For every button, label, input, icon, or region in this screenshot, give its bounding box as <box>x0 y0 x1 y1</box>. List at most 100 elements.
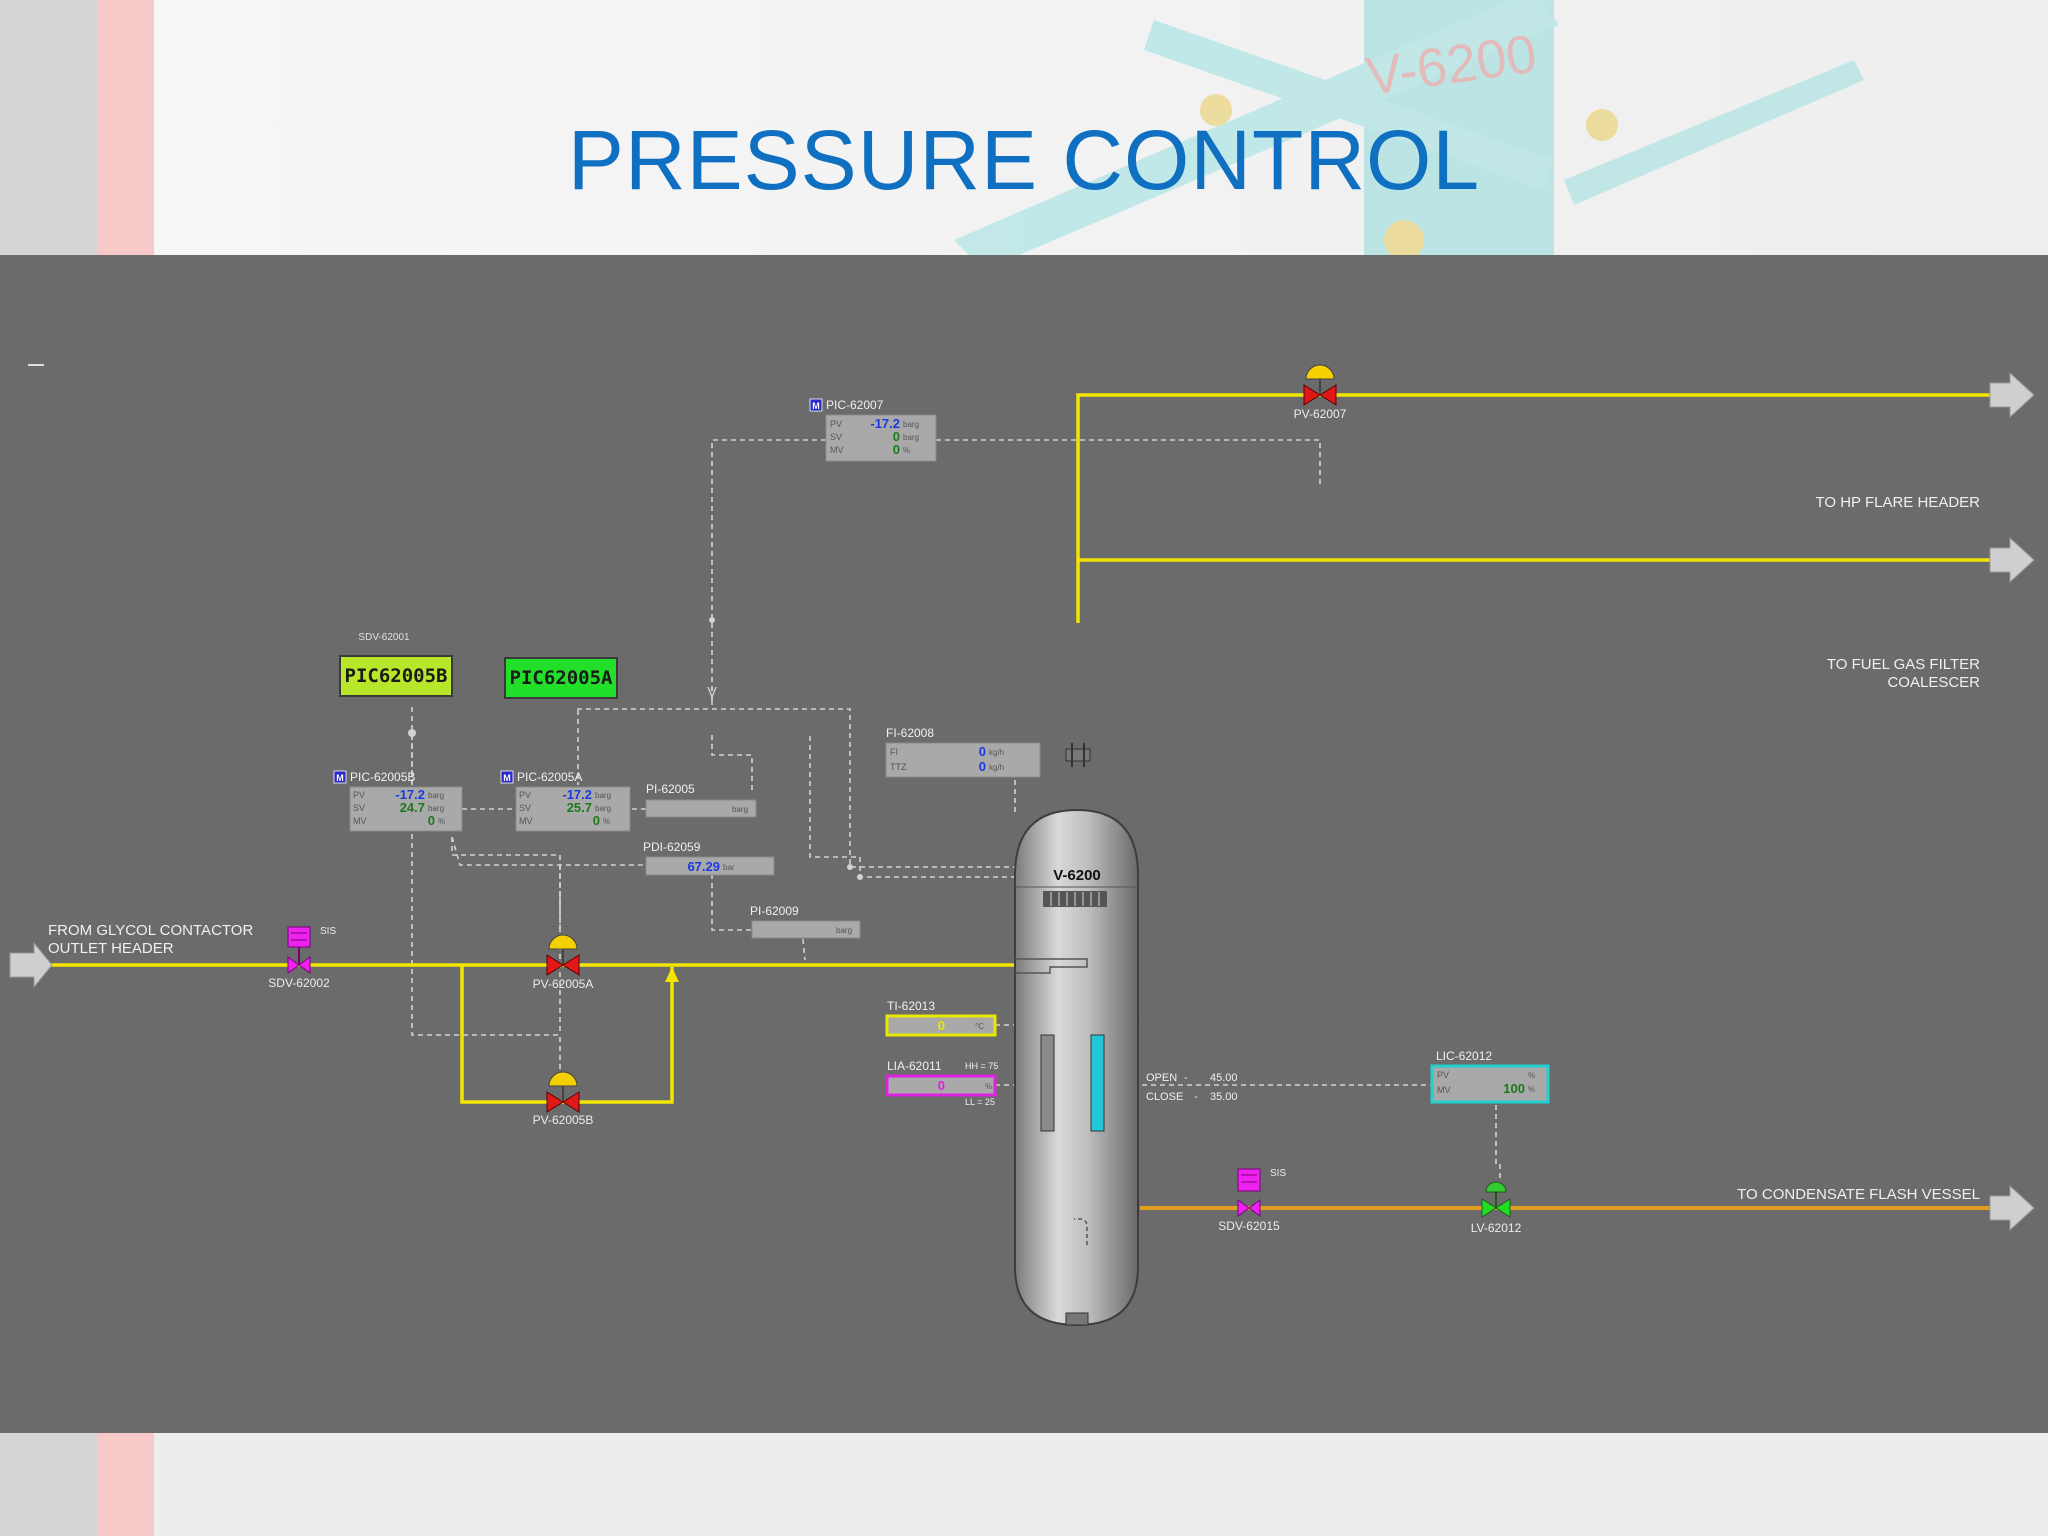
level-close-label: CLOSE <box>1146 1091 1183 1103</box>
pi-62009-tag: PI-62009 <box>750 904 799 918</box>
inlet-diverter <box>1015 958 1088 974</box>
dcs-panel: ᐯ FROM GLYCOL CONTACTOR OUTLET <box>0 255 2048 1433</box>
sdv-62002-sis: SIS <box>320 926 336 937</box>
svg-text:SV: SV <box>519 803 531 813</box>
svg-text:barg: barg <box>428 791 444 800</box>
vessel-v6200[interactable]: V-6200 <box>1014 808 1139 1327</box>
svg-text:barg: barg <box>595 804 611 813</box>
svg-text:%: % <box>603 817 610 826</box>
pdi-62059-tag: PDI-62059 <box>643 840 701 854</box>
svg-text:barg: barg <box>903 420 919 429</box>
svg-text:FI: FI <box>890 747 898 757</box>
ti-62013-tag: TI-62013 <box>887 999 935 1013</box>
svg-text:barg: barg <box>595 791 611 800</box>
svg-text:barg: barg <box>732 805 748 814</box>
svg-text:PV: PV <box>1437 1070 1449 1080</box>
hp-flare-arrow-icon <box>1989 371 2035 419</box>
pv-62005a-tag: PV-62005A <box>533 977 594 991</box>
inlet-label-line2: OUTLET HEADER <box>48 940 174 957</box>
pi-62009-indicator[interactable]: PI-62009 barg <box>750 904 861 939</box>
svg-text:%: % <box>1528 1085 1535 1094</box>
svg-text:barg: barg <box>903 433 919 442</box>
svg-text:PV: PV <box>830 419 842 429</box>
flow-arrow-head <box>665 967 679 982</box>
svg-text:%: % <box>903 446 910 455</box>
pic-62005a-tag: PIC-62005A <box>517 770 582 784</box>
hp-flare-label: TO HP FLARE HEADER <box>1816 494 1981 511</box>
fi-62008-faceplate[interactable]: FI-62008 FI TTZ 0 0 kg/h kg/h <box>885 726 1041 778</box>
lic-62012-mv: 100 <box>1503 1081 1525 1096</box>
valve-sdv-62015[interactable] <box>1237 1168 1261 1217</box>
svg-text:MV: MV <box>1437 1085 1451 1095</box>
pic-62007-tag: PIC-62007 <box>826 398 884 412</box>
inlet-arrow-icon <box>9 941 53 989</box>
pic-62005b-tag: PIC-62005B <box>350 770 415 784</box>
valve-pv-62005b[interactable] <box>546 1071 580 1113</box>
pic-62005a-mv: 0 <box>593 813 600 828</box>
level-close-value: 35.00 <box>1210 1091 1238 1103</box>
svg-text:%: % <box>1528 1071 1535 1080</box>
pic-62007-pv: -17.2 <box>870 416 900 431</box>
pic-62005a-sv: 25.7 <box>567 800 592 815</box>
fi-62008-total: 0 <box>979 759 986 774</box>
ti-62013-indicator[interactable]: TI-62013 0 °C <box>885 999 997 1037</box>
pic-62007-faceplate[interactable]: M PIC-62007 PV SV MV -17.2 0 0 barg barg… <box>809 398 937 462</box>
valve-pv-62005a[interactable] <box>546 934 580 976</box>
condensate-label: TO CONDENSATE FLASH VESSEL <box>1737 1186 1980 1203</box>
pdi-62059-value: 67.29 <box>687 859 720 874</box>
pdi-62059-indicator[interactable]: PDI-62059 67.29 bar <box>643 840 775 876</box>
fi-62008-value: 0 <box>979 744 986 759</box>
signal-nodes <box>408 617 863 880</box>
lic-62012-faceplate[interactable]: LIC-62012 PV MV 100 % % <box>1430 1049 1550 1104</box>
svg-text:M: M <box>503 773 511 783</box>
vessel-tag: V-6200 <box>1053 867 1101 884</box>
svg-text:MV: MV <box>519 816 533 826</box>
svg-text:MV: MV <box>830 445 844 455</box>
svg-text:barg: barg <box>836 926 852 935</box>
lia-62011-hh: HH = 75 <box>965 1061 998 1071</box>
level-open-value: 45.00 <box>1210 1072 1238 1084</box>
pic-62005b-mv: 0 <box>428 813 435 828</box>
pic-62005a-faceplate[interactable]: M PIC-62005A PV SV MV -17.2 25.7 0 barg … <box>500 770 631 832</box>
level-bar-cyan <box>1090 1034 1105 1132</box>
svg-text:-: - <box>1184 1072 1188 1084</box>
svg-text:kg/h: kg/h <box>989 763 1004 772</box>
pv-62007-tag: PV-62007 <box>1294 407 1347 421</box>
valve-pv-62007[interactable] <box>1303 364 1337 406</box>
pic-62007-sv: 0 <box>893 429 900 444</box>
stream-arrows <box>9 371 2035 1232</box>
pi-62005-indicator[interactable]: PI-62005 barg <box>645 782 757 818</box>
header-watermark: V-6200 <box>954 0 1864 255</box>
lv-62012-tag: LV-62012 <box>1471 1221 1522 1235</box>
pic-b-caption: SDV-62001 <box>358 632 410 643</box>
lia-62011-indicator[interactable]: LIA-62011 0 % HH = 75 LL = 25 <box>885 1059 998 1107</box>
valve-sdv-62002[interactable] <box>287 926 311 974</box>
flow-element-icon <box>1065 743 1091 767</box>
svg-text:M: M <box>336 773 344 783</box>
pic62005b-button[interactable]: PIC62005B <box>339 655 453 697</box>
pic-62005b-sv: 24.7 <box>400 800 425 815</box>
svg-text:PV: PV <box>519 790 531 800</box>
fuel-gas-label-line1: TO FUEL GAS FILTER <box>1827 656 1980 673</box>
svg-text:PV: PV <box>353 790 365 800</box>
inlet-label-line1: FROM GLYCOL CONTACTOR <box>48 922 253 939</box>
svg-text:-: - <box>1194 1091 1198 1103</box>
svg-text:SV: SV <box>353 803 365 813</box>
svg-text:MV: MV <box>353 816 367 826</box>
footer-band <box>0 1433 2048 1536</box>
valve-lv-62012[interactable] <box>1481 1181 1511 1218</box>
pic-62007-mv: 0 <box>893 442 900 457</box>
pic62005a-button[interactable]: PIC62005A <box>504 657 618 699</box>
level-open-label: OPEN <box>1146 1072 1177 1084</box>
lia-62011-value: 0 <box>938 1078 945 1093</box>
sdv-62002-tag: SDV-62002 <box>268 976 330 990</box>
sdv-62015-tag: SDV-62015 <box>1218 1219 1280 1233</box>
svg-text:kg/h: kg/h <box>989 748 1004 757</box>
pic-62005b-faceplate[interactable]: M PIC-62005B PV SV MV -17.2 24.7 0 barg … <box>333 770 463 832</box>
fi-62008-tag: FI-62008 <box>886 726 934 740</box>
fuel-gas-label-line2: COALESCER <box>1887 674 1980 691</box>
svg-text:%: % <box>438 817 445 826</box>
lia-62011-ll: LL = 25 <box>965 1097 995 1107</box>
lia-62011-tag: LIA-62011 <box>887 1059 942 1073</box>
